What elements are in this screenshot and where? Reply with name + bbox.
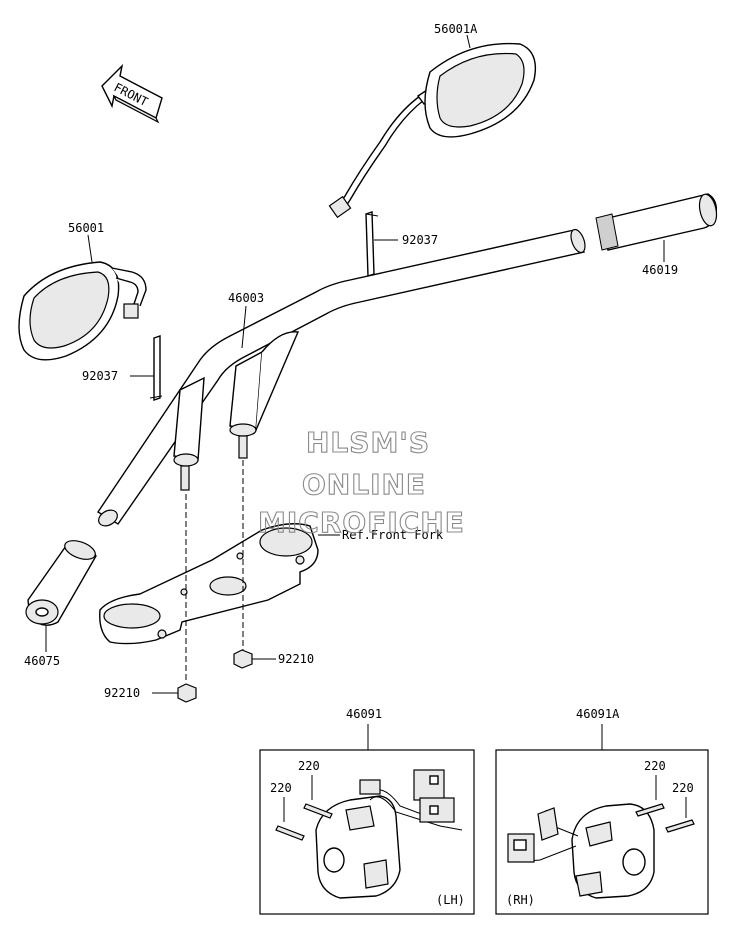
label-92037-upper: 92037 — [402, 233, 438, 247]
label-220-lh-1: 220 — [298, 759, 320, 773]
label-ref-front-fork: Ref.Front Fork — [342, 528, 444, 542]
handlebar — [97, 228, 586, 527]
label-46091a: 46091A — [576, 707, 620, 721]
nut-left — [177, 683, 197, 703]
screw-rh-1 — [635, 803, 665, 817]
front-arrow-icon: FRONT — [101, 63, 163, 124]
watermark: HLSM'S ONLINE MICROFICHE — [257, 425, 465, 539]
label-46075: 46075 — [24, 654, 60, 668]
switch-lh-box — [259, 749, 475, 915]
watermark-line1: HLSM'S — [306, 426, 430, 459]
label-56001: 56001 — [68, 221, 104, 235]
label-rh: (RH) — [506, 893, 535, 907]
switch-lh — [315, 769, 463, 899]
switch-rh — [507, 803, 655, 899]
label-92037-lower: 92037 — [82, 369, 118, 383]
label-92210-left: 92210 — [104, 686, 140, 700]
triple-clamp — [99, 523, 319, 645]
label-220-lh-2: 220 — [270, 781, 292, 795]
screw-lh-2 — [275, 825, 305, 841]
label-46003: 46003 — [228, 291, 264, 305]
label-46091: 46091 — [346, 707, 382, 721]
mirror-left — [18, 261, 147, 361]
screw-rh-2 — [665, 819, 695, 833]
label-92210-right: 92210 — [278, 652, 314, 666]
clamp-upper — [365, 211, 379, 277]
nut-right — [233, 649, 253, 669]
watermark-line3: MICROFICHE — [258, 506, 465, 539]
label-46019: 46019 — [642, 263, 678, 277]
clamp-lower — [149, 335, 163, 401]
screw-lh-1 — [303, 803, 333, 819]
watermark-line2: ONLINE — [302, 468, 426, 501]
label-220-rh-1: 220 — [644, 759, 666, 773]
mirror-right — [328, 42, 537, 219]
grip-left — [25, 540, 97, 626]
label-56001a: 56001A — [434, 22, 478, 36]
grip-right — [595, 193, 718, 251]
label-220-rh-2: 220 — [672, 781, 694, 795]
label-lh: (LH) — [436, 893, 465, 907]
